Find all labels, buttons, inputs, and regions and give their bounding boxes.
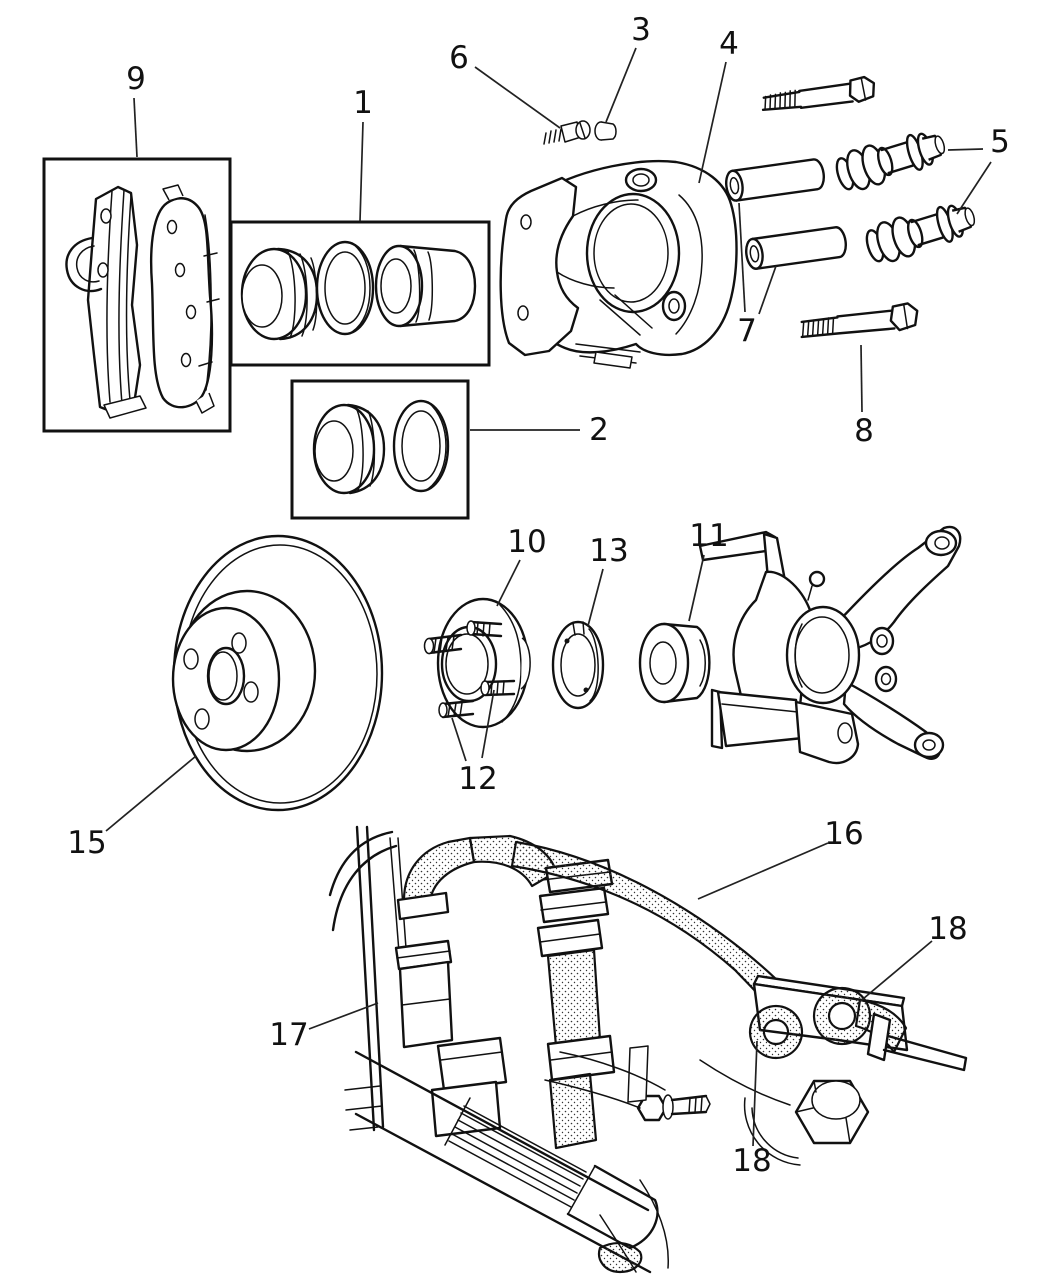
mounting-bolt bbox=[800, 302, 919, 339]
hose-loop-right bbox=[812, 986, 872, 1046]
callout-1: 1 bbox=[353, 85, 373, 121]
callout-18: 18 bbox=[732, 1143, 771, 1179]
brake-hose-18-right bbox=[854, 998, 968, 1072]
seal-kit-box bbox=[290, 379, 470, 520]
leader-line-18 bbox=[752, 1040, 758, 1147]
leader-line-17 bbox=[308, 1002, 379, 1030]
hose-loop-left bbox=[748, 1004, 804, 1060]
brake-pad-outer bbox=[149, 184, 220, 414]
piston-seal-ring bbox=[315, 240, 375, 336]
bleeder-cap bbox=[594, 121, 617, 141]
callout-11: 11 bbox=[689, 518, 728, 554]
callout-12: 12 bbox=[458, 761, 497, 797]
wheel-stud bbox=[438, 699, 475, 719]
leader-line-8 bbox=[860, 344, 863, 413]
vehicle-frame-lines bbox=[328, 825, 408, 1132]
caliper-bolt-upper bbox=[761, 75, 876, 112]
vehicle-hose-installation bbox=[328, 825, 968, 1274]
leader-line-9 bbox=[133, 97, 138, 158]
guide-pin-lower bbox=[745, 226, 847, 270]
leader-line-1 bbox=[359, 121, 364, 222]
callout-4: 4 bbox=[719, 26, 739, 62]
callout-17: 17 bbox=[269, 1017, 308, 1053]
leader-line-6 bbox=[474, 66, 561, 129]
guide-pin-upper bbox=[725, 158, 825, 202]
callout-8: 8 bbox=[854, 413, 874, 449]
leader-line-5 bbox=[947, 148, 984, 151]
callout-10: 10 bbox=[507, 524, 546, 560]
leader-line-12 bbox=[481, 689, 495, 759]
pin-bushing-lower bbox=[865, 204, 976, 263]
callout-15: 15 bbox=[67, 825, 106, 861]
brake-pads-kit bbox=[42, 157, 232, 433]
leader-line-7 bbox=[738, 202, 746, 313]
leader-line-18 bbox=[856, 940, 933, 1005]
wheel-stud bbox=[480, 679, 516, 697]
seal-boot bbox=[312, 403, 386, 495]
callout-9: 9 bbox=[126, 61, 146, 97]
brake-hose-left-fitting bbox=[394, 836, 508, 1138]
bracket-bolt bbox=[544, 1045, 791, 1122]
callout-18: 18 bbox=[928, 911, 967, 947]
wheel-stud bbox=[466, 620, 503, 638]
bearing-washer bbox=[551, 620, 605, 710]
callout-13: 13 bbox=[589, 533, 628, 569]
piston-boot bbox=[240, 247, 319, 341]
callout-5: 5 bbox=[990, 124, 1010, 160]
hex-bolt bbox=[743, 1079, 870, 1166]
caliper-piston bbox=[374, 244, 477, 328]
leader-line-13 bbox=[587, 568, 604, 627]
leader-line-16 bbox=[697, 842, 829, 900]
wheel-bearing bbox=[638, 622, 711, 704]
brake-caliper bbox=[499, 159, 738, 369]
leader-line-15 bbox=[105, 755, 197, 832]
leader-line-7 bbox=[758, 265, 777, 315]
caliper-seal-kit bbox=[290, 379, 470, 520]
brake-pad-inner bbox=[65, 185, 147, 419]
wheel-stud bbox=[423, 633, 463, 655]
steering-knuckle bbox=[698, 525, 962, 765]
leader-line-10 bbox=[496, 559, 521, 607]
leader-line-4 bbox=[698, 61, 727, 184]
leader-line-3 bbox=[605, 47, 637, 123]
caliper-piston-kit bbox=[229, 220, 491, 367]
callout-6: 6 bbox=[449, 40, 469, 76]
brake-rotor bbox=[171, 534, 384, 812]
bleeder-screw bbox=[543, 120, 591, 145]
seal-ring bbox=[392, 399, 450, 493]
leader-line-11 bbox=[688, 554, 705, 622]
wheel-hub bbox=[423, 597, 531, 729]
callout-2: 2 bbox=[589, 412, 609, 448]
leader-line-12 bbox=[451, 717, 467, 762]
callout-7: 7 bbox=[737, 313, 757, 349]
callout-3: 3 bbox=[631, 12, 651, 48]
callout-16: 16 bbox=[824, 816, 863, 852]
piston-kit-box bbox=[229, 220, 491, 367]
axle-shaft bbox=[354, 1050, 669, 1274]
leader-line-5 bbox=[956, 161, 992, 215]
pin-bushing-upper bbox=[835, 132, 946, 191]
